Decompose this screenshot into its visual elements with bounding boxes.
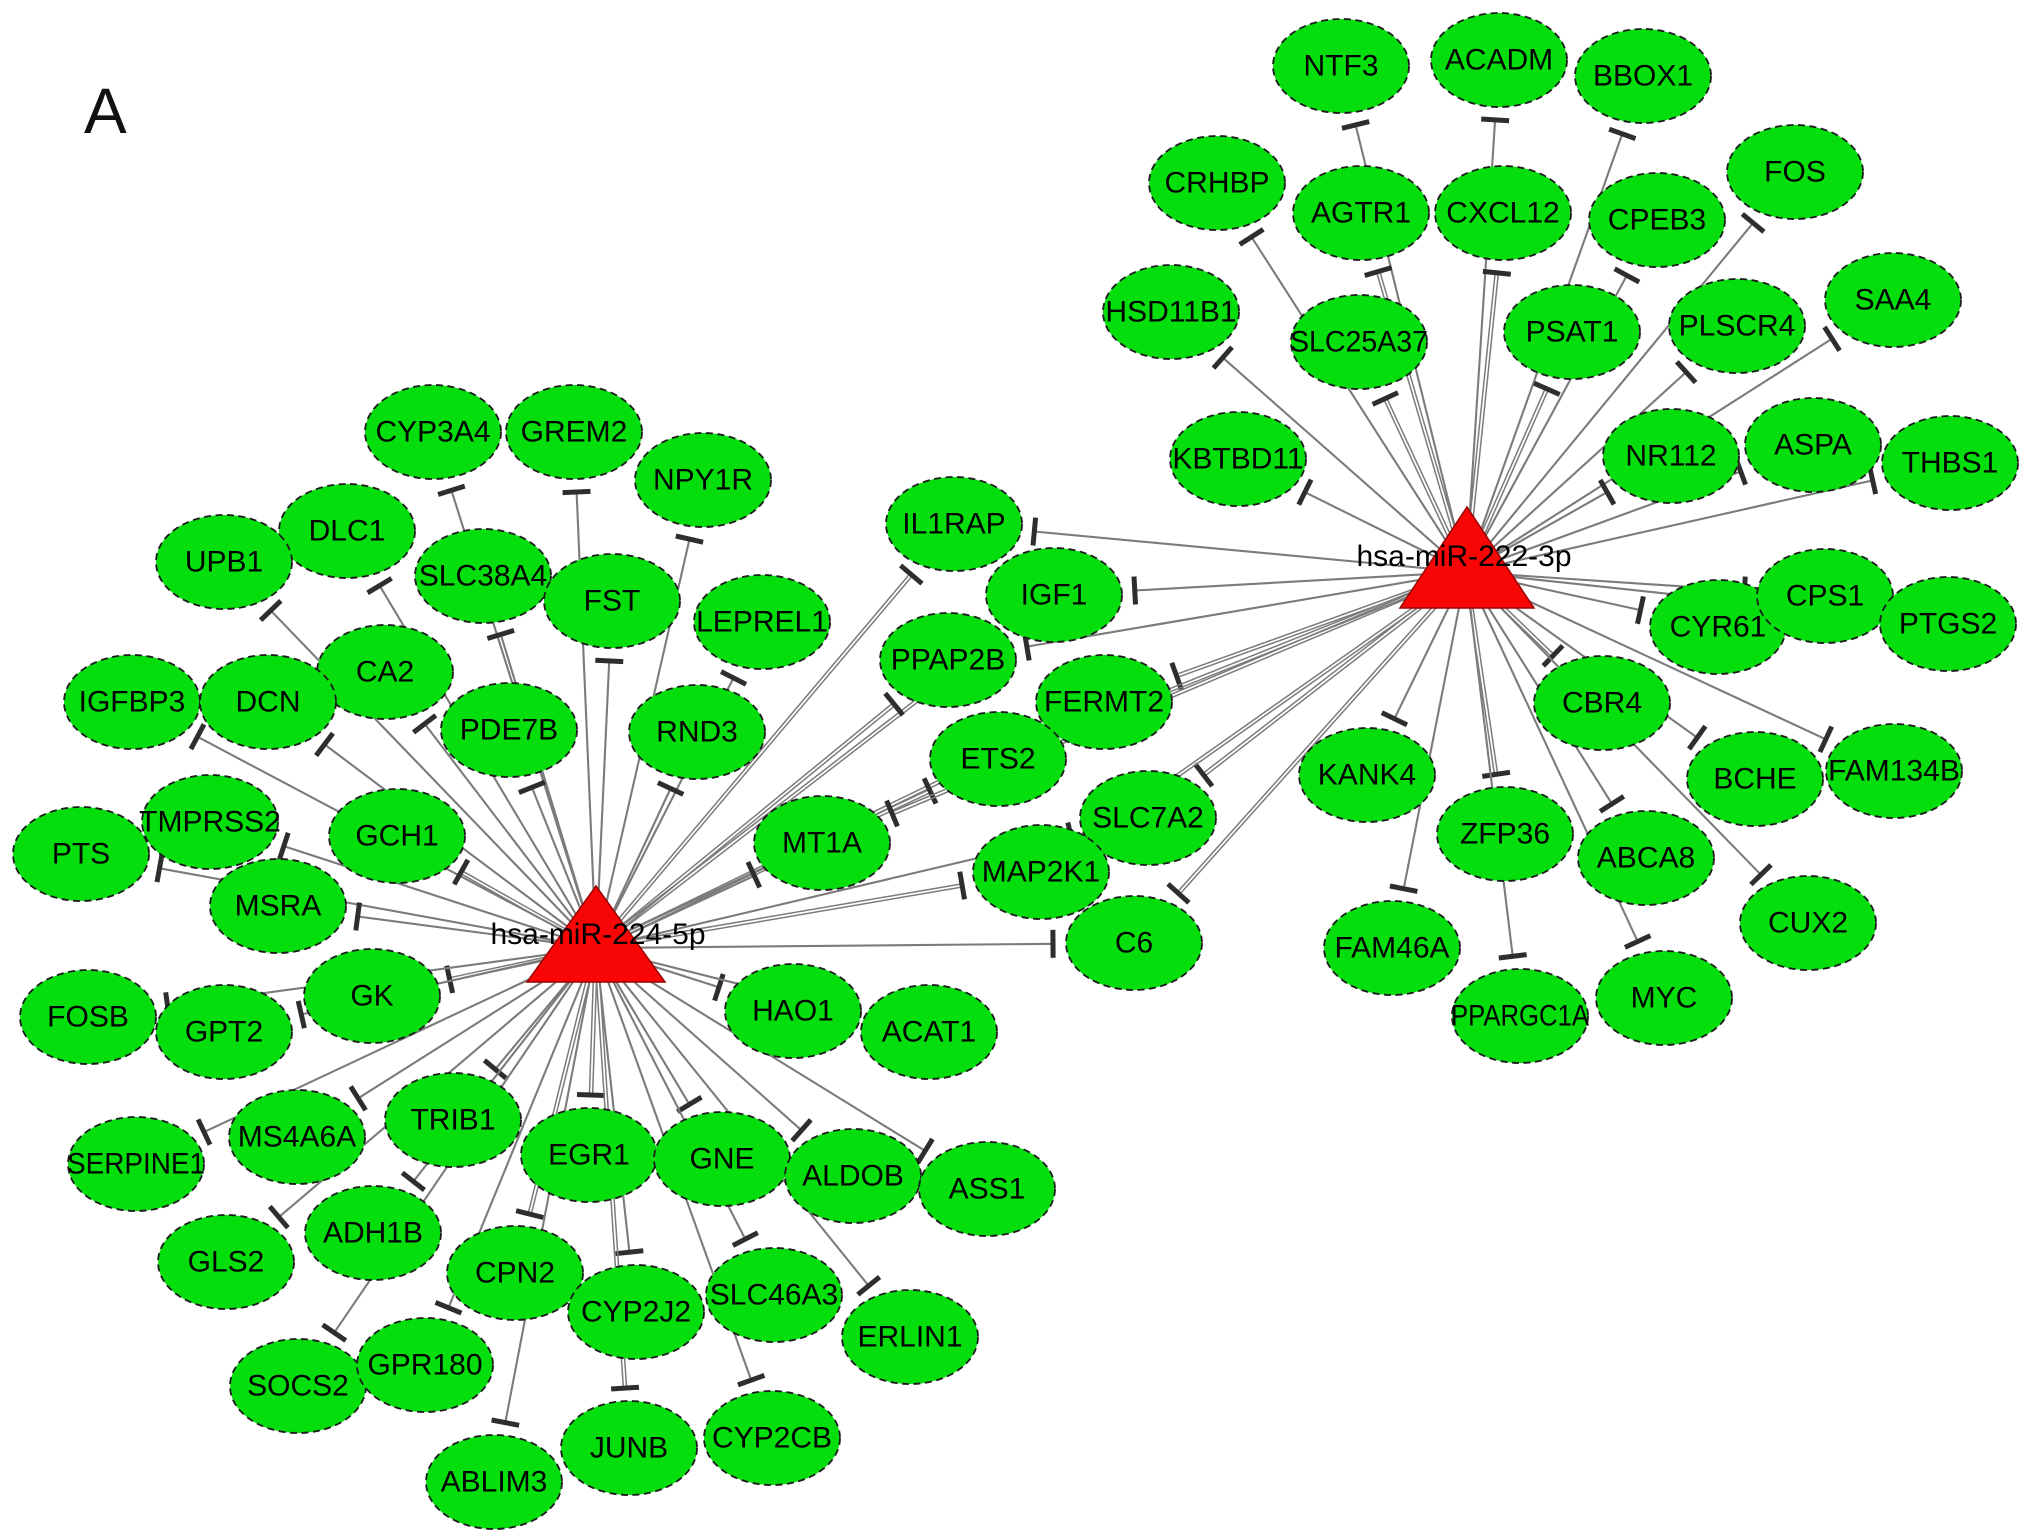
svg-text:ADH1B: ADH1B	[323, 1217, 423, 1250]
svg-text:UPB1: UPB1	[185, 546, 263, 579]
svg-text:CPS1: CPS1	[1786, 580, 1864, 613]
svg-text:SLC25A37: SLC25A37	[1290, 326, 1428, 359]
svg-text:ASPA: ASPA	[1774, 429, 1852, 462]
svg-text:SLC38A4: SLC38A4	[419, 560, 547, 593]
svg-text:GREM2: GREM2	[521, 416, 628, 449]
svg-text:ETS2: ETS2	[960, 743, 1035, 776]
svg-text:SLC46A3: SLC46A3	[710, 1279, 838, 1312]
svg-text:FAM134B: FAM134B	[1828, 755, 1960, 788]
svg-text:A: A	[84, 75, 127, 147]
svg-text:PPAP2B: PPAP2B	[891, 644, 1006, 677]
svg-text:IL1RAP: IL1RAP	[902, 508, 1005, 541]
svg-text:BBOX1: BBOX1	[1593, 60, 1693, 93]
svg-text:NTF3: NTF3	[1304, 50, 1379, 83]
svg-text:FOS: FOS	[1764, 156, 1826, 189]
svg-text:ASS1: ASS1	[949, 1173, 1026, 1206]
svg-text:GLS2: GLS2	[188, 1246, 265, 1279]
svg-text:PDE7B: PDE7B	[460, 714, 558, 747]
svg-text:BCHE: BCHE	[1713, 763, 1796, 796]
svg-text:ABLIM3: ABLIM3	[441, 1466, 548, 1499]
svg-text:CXCL12: CXCL12	[1446, 197, 1559, 230]
svg-text:MS4A6A: MS4A6A	[238, 1121, 356, 1154]
svg-text:THBS1: THBS1	[1902, 447, 1999, 480]
svg-text:GPR180: GPR180	[367, 1349, 482, 1382]
svg-text:RND3: RND3	[656, 716, 738, 749]
svg-text:SLC7A2: SLC7A2	[1092, 802, 1204, 835]
svg-text:HSD11B1: HSD11B1	[1105, 296, 1236, 329]
svg-text:CYP2J2: CYP2J2	[581, 1296, 691, 1329]
svg-text:MSRA: MSRA	[235, 890, 322, 923]
svg-text:FAM46A: FAM46A	[1334, 932, 1449, 965]
svg-text:ABCA8: ABCA8	[1597, 842, 1695, 875]
svg-text:KBTBD11: KBTBD11	[1172, 443, 1303, 476]
svg-text:SAA4: SAA4	[1855, 284, 1932, 317]
svg-text:GCH1: GCH1	[355, 820, 438, 853]
svg-text:PLSCR4: PLSCR4	[1679, 310, 1796, 343]
svg-text:LEPREL1: LEPREL1	[696, 606, 828, 639]
svg-text:FST: FST	[584, 585, 641, 618]
svg-text:MAP2K1: MAP2K1	[982, 856, 1100, 889]
svg-text:GK: GK	[350, 980, 393, 1013]
svg-text:ZFP36: ZFP36	[1460, 818, 1550, 851]
svg-text:CYP3A4: CYP3A4	[375, 416, 490, 449]
svg-text:CBR4: CBR4	[1562, 687, 1642, 720]
svg-text:CYP2CB: CYP2CB	[712, 1422, 832, 1455]
svg-text:IGF1: IGF1	[1021, 579, 1088, 612]
svg-text:CPN2: CPN2	[475, 1257, 555, 1290]
svg-text:DLC1: DLC1	[309, 515, 386, 548]
svg-text:TMPRSS2: TMPRSS2	[139, 806, 281, 839]
svg-text:ALDOB: ALDOB	[802, 1160, 904, 1193]
svg-text:KANK4: KANK4	[1318, 759, 1416, 792]
svg-text:GPT2: GPT2	[185, 1016, 263, 1049]
svg-text:MYC: MYC	[1631, 982, 1698, 1015]
svg-text:CRHBP: CRHBP	[1164, 167, 1269, 200]
svg-text:PTGS2: PTGS2	[1899, 608, 1997, 641]
svg-text:TRIB1: TRIB1	[410, 1104, 495, 1137]
svg-text:CA2: CA2	[356, 656, 414, 689]
svg-text:PPARGC1A: PPARGC1A	[1451, 1000, 1589, 1033]
svg-text:PTS: PTS	[52, 838, 110, 871]
svg-text:CPEB3: CPEB3	[1608, 204, 1706, 237]
svg-text:CYR61: CYR61	[1670, 611, 1767, 644]
svg-text:JUNB: JUNB	[590, 1432, 668, 1465]
svg-text:hsa-miR-224-5p: hsa-miR-224-5p	[490, 918, 705, 951]
svg-text:ERLIN1: ERLIN1	[857, 1321, 962, 1354]
svg-text:EGR1: EGR1	[548, 1139, 630, 1172]
svg-text:GNE: GNE	[689, 1143, 754, 1176]
svg-text:AGTR1: AGTR1	[1311, 197, 1411, 230]
svg-text:IGFBP3: IGFBP3	[79, 686, 186, 719]
svg-text:DCN: DCN	[236, 686, 301, 719]
svg-text:hsa-miR-222-3p: hsa-miR-222-3p	[1356, 540, 1571, 573]
svg-text:FERMT2: FERMT2	[1044, 686, 1164, 719]
svg-text:NR112: NR112	[1625, 440, 1716, 473]
svg-text:FOSB: FOSB	[47, 1001, 129, 1034]
svg-text:PSAT1: PSAT1	[1526, 316, 1619, 349]
svg-text:HAO1: HAO1	[752, 995, 834, 1028]
svg-text:ACADM: ACADM	[1445, 44, 1553, 77]
svg-text:ACAT1: ACAT1	[882, 1016, 976, 1049]
svg-text:C6: C6	[1115, 927, 1153, 960]
svg-text:MT1A: MT1A	[782, 827, 862, 860]
svg-text:NPY1R: NPY1R	[653, 464, 753, 497]
svg-text:SERPINE1: SERPINE1	[67, 1148, 205, 1181]
svg-text:CUX2: CUX2	[1768, 907, 1848, 940]
svg-text:SOCS2: SOCS2	[247, 1370, 349, 1403]
